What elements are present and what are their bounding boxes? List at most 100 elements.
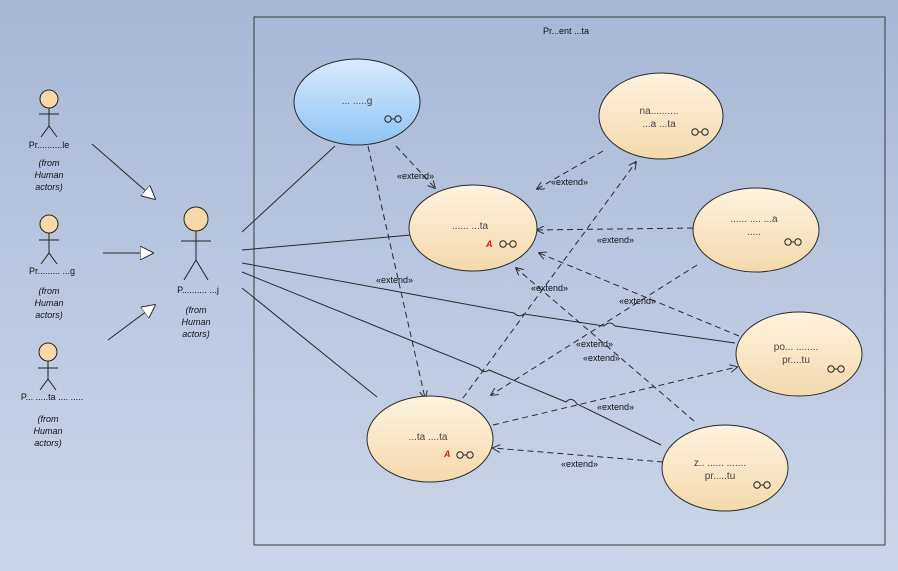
extend-line [537, 228, 694, 230]
use-case[interactable]: ...... ...ta A [408, 184, 538, 272]
extend-label: «extend» [583, 353, 620, 363]
extend-label: «extend» [597, 402, 634, 412]
extend-label: «extend» [376, 275, 413, 285]
use-case[interactable]: ...... .... ...a..... [692, 187, 820, 273]
actor-origin-line: (from [39, 158, 61, 168]
extend-label: «extend» [576, 339, 613, 349]
actor-stick-figure-icon [39, 214, 59, 265]
use-case-label-line: po... ........ [774, 342, 818, 353]
use-case-label-line: ...a ...ta [642, 119, 676, 130]
actor-origin-line: Human [34, 298, 63, 308]
actor-origin-line: (from [38, 414, 60, 424]
use-case-label-line: pr.....tu [705, 471, 736, 482]
composite-link-icon [784, 238, 802, 246]
association-line [241, 145, 336, 233]
associations [241, 145, 736, 446]
actor-origin-line: actors) [35, 310, 63, 320]
extend-dependencies [367, 145, 740, 463]
extend-line [367, 145, 425, 398]
use-case-label: ... .....g [342, 96, 373, 107]
extend-line [493, 448, 664, 463]
extend-line [491, 264, 698, 395]
use-case-ellipse [408, 184, 538, 272]
generalization-line [107, 305, 155, 341]
extend-line [395, 145, 435, 188]
composite-link-icon [456, 451, 474, 459]
extend-label: «extend» [597, 235, 634, 245]
composite-link-icon [691, 128, 709, 136]
actor-origin-line: actors) [35, 182, 63, 192]
use-case-label: ...ta ....ta [409, 432, 448, 443]
actor-stick-figure-icon [38, 342, 58, 391]
association-line [241, 234, 412, 251]
use-case-label-line: z.. ...... ....... [694, 458, 746, 469]
use-case-label: na.......... ...a ...ta [640, 106, 679, 130]
system-boundary-title: Pr...ent ...ta [543, 26, 589, 36]
use-case-label-line: na.......... [640, 106, 679, 117]
actor-stick-figure-icon [39, 89, 59, 138]
use-case-ellipse [366, 395, 494, 483]
extend-line [516, 268, 695, 422]
extend-label: «extend» [619, 296, 656, 306]
extend-label: «extend» [551, 177, 588, 187]
actor-origin-line: Human [33, 426, 62, 436]
extend-line [539, 253, 740, 337]
use-case-label: ...... .... ...a..... [730, 214, 778, 238]
association-line [241, 262, 736, 344]
actor-origin-line: actors) [182, 329, 210, 339]
use-case-label: ...... ...ta [452, 221, 489, 232]
composite-link-icon [384, 115, 402, 123]
actor-origin-line: (from [39, 286, 61, 296]
use-case-selected[interactable]: ... .....g [293, 58, 421, 146]
generalization-line [91, 143, 155, 199]
actor-origin-line: actors) [34, 438, 62, 448]
abstract-marker: A [485, 239, 493, 249]
extend-line [462, 162, 636, 399]
use-case-label: z.. ...... ....... pr.....tu [694, 458, 746, 482]
association-line [241, 271, 662, 446]
extend-label: «extend» [561, 459, 598, 469]
association-line [241, 287, 378, 398]
composite-link-icon [827, 365, 845, 373]
use-case-label-line: pr....tu [782, 355, 810, 366]
use-case-ellipse [692, 187, 820, 273]
generalizations [91, 143, 155, 341]
extend-line [537, 150, 604, 189]
abstract-marker: A [443, 449, 451, 459]
use-case-label: po... ........ pr....tu [774, 342, 818, 366]
actor-origin-line: Human [34, 170, 63, 180]
actor-name: Pr......... ...g [29, 266, 75, 276]
use-case[interactable]: ...ta ....ta A [366, 395, 494, 483]
actor-origin-line: Human [181, 317, 210, 327]
composite-link-icon [499, 240, 517, 248]
actor-origin-line: (from [186, 305, 208, 315]
composite-link-icon [753, 481, 771, 489]
use-case-ellipse [598, 72, 724, 160]
extend-label: «extend» [397, 171, 434, 181]
actor-stick-figure-icon [181, 206, 211, 281]
extend-label: «extend» [531, 283, 568, 293]
use-case-ellipse [293, 58, 421, 146]
actor-name: Pr..........le [29, 140, 70, 150]
use-case-ellipse [661, 424, 789, 512]
use-case-label-line: ...... .... ...a [730, 214, 778, 225]
use-case-label-line: ..... [747, 227, 761, 238]
actor-name: P.......... ...j [177, 285, 219, 295]
system-boundary[interactable] [253, 16, 886, 546]
use-case[interactable]: z.. ...... ....... pr.....tu [661, 424, 789, 512]
extend-line [492, 367, 737, 426]
use-case[interactable]: po... ........ pr....tu [735, 311, 863, 397]
use-case[interactable]: na.......... ...a ...ta [598, 72, 724, 160]
actor-name: P... .....ta .... ..... [21, 392, 83, 402]
extend-labels: «extend» «extend» «extend» «extend» «ext… [376, 171, 656, 469]
use-case-ellipse [735, 311, 863, 397]
